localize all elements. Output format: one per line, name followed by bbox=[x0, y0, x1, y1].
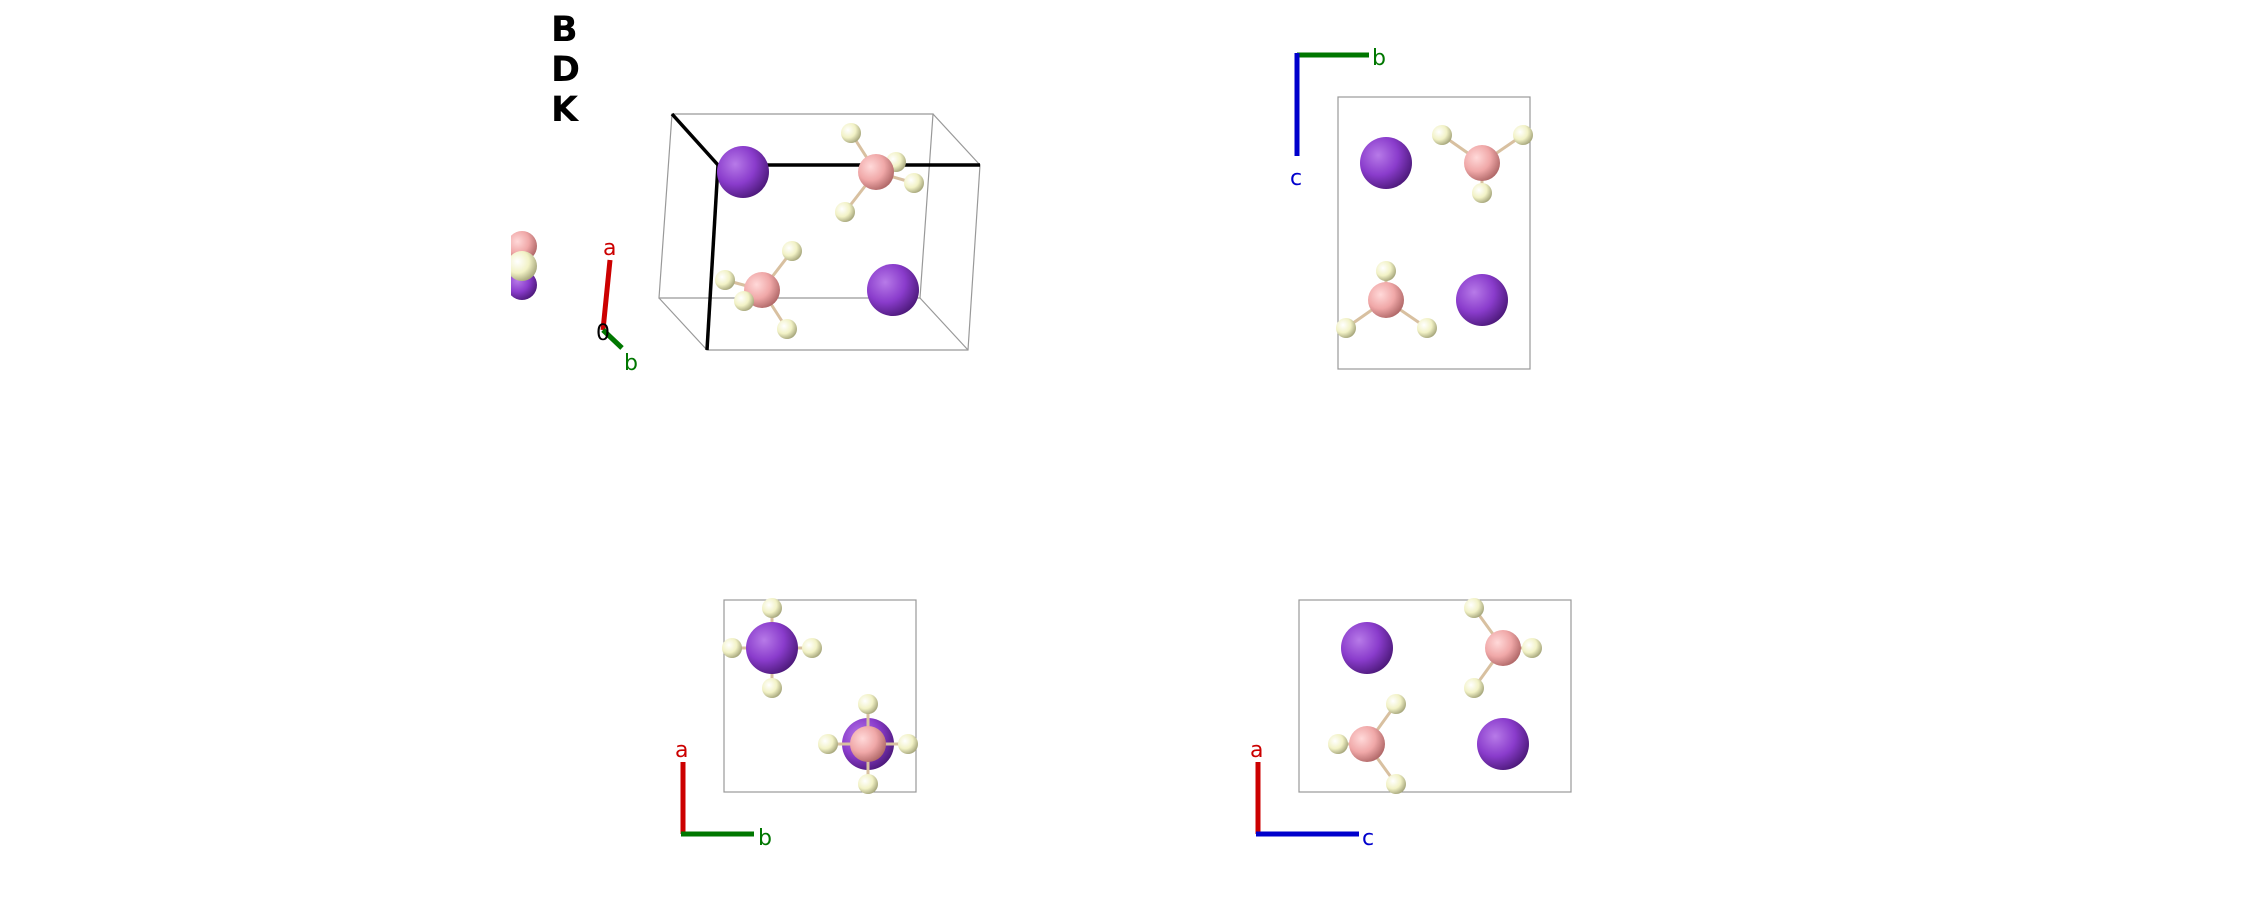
atom-b bbox=[1485, 630, 1521, 666]
atom-d bbox=[1432, 125, 1452, 145]
atom-d bbox=[1328, 734, 1348, 754]
atom-d bbox=[1522, 638, 1542, 658]
axis-b-line bbox=[601, 328, 624, 350]
axis-c-label: c bbox=[1290, 166, 1302, 191]
axis-origin-label: 0 bbox=[596, 321, 610, 346]
atom-d bbox=[858, 694, 878, 714]
atom-d bbox=[858, 774, 878, 794]
legend-label-k: K bbox=[551, 90, 579, 130]
view-perspective: a b 0 bbox=[596, 112, 981, 376]
atom-d bbox=[734, 291, 754, 311]
bd4-group bbox=[1464, 598, 1542, 698]
atom-b bbox=[1349, 726, 1385, 762]
atom-d bbox=[1386, 774, 1406, 794]
legend-sphere-d bbox=[511, 251, 537, 281]
axis-b-label: b bbox=[758, 826, 772, 851]
legend-label-b: B bbox=[551, 10, 578, 50]
axis-c-label: c bbox=[1362, 826, 1374, 851]
bd4-group bbox=[1328, 694, 1406, 794]
atom-b bbox=[1464, 145, 1500, 181]
atom-b bbox=[1368, 282, 1404, 318]
atom-b bbox=[858, 154, 894, 190]
atom-k bbox=[1360, 137, 1412, 189]
atom-d bbox=[1376, 261, 1396, 281]
view-along-a: b c bbox=[1290, 46, 1533, 370]
legend-label-d: D bbox=[551, 50, 581, 90]
bd4-group bbox=[818, 694, 918, 794]
axis-b-label: b bbox=[624, 351, 638, 376]
bd4-group bbox=[715, 241, 802, 339]
atom-d bbox=[802, 638, 822, 658]
atom-d bbox=[762, 598, 782, 618]
atom-d bbox=[722, 638, 742, 658]
atom-d bbox=[1472, 183, 1492, 203]
view-along-c: a b bbox=[675, 598, 918, 851]
atom-d bbox=[1417, 318, 1437, 338]
atom-d bbox=[1464, 678, 1484, 698]
atom-k bbox=[1477, 718, 1529, 770]
axis-a-line bbox=[600, 259, 613, 331]
atom-d bbox=[1336, 318, 1356, 338]
atom-k bbox=[867, 264, 919, 316]
atom-d bbox=[1464, 598, 1484, 618]
atom-d bbox=[715, 270, 735, 290]
atom-d bbox=[762, 678, 782, 698]
atom-d bbox=[782, 241, 802, 261]
legend-spheres bbox=[511, 231, 537, 300]
bd4-group bbox=[1336, 261, 1437, 338]
axis-b-label: b bbox=[1372, 46, 1386, 71]
atom-k bbox=[1456, 274, 1508, 326]
axis-a-label: a bbox=[603, 236, 616, 261]
atom-d bbox=[904, 173, 924, 193]
atom-d bbox=[818, 734, 838, 754]
bd4-group bbox=[1432, 125, 1533, 203]
axis-a-label: a bbox=[1250, 738, 1263, 763]
bd4-group bbox=[835, 123, 924, 222]
cell-outline bbox=[1298, 599, 1572, 793]
atom-d bbox=[1386, 694, 1406, 714]
atom-k bbox=[746, 622, 798, 674]
axis-a-label: a bbox=[675, 738, 688, 763]
cell-outline bbox=[1337, 96, 1531, 370]
atom-d bbox=[898, 734, 918, 754]
cell-outline bbox=[723, 599, 917, 793]
atom-k bbox=[1341, 622, 1393, 674]
atom-d bbox=[777, 319, 797, 339]
atom-d bbox=[1513, 125, 1533, 145]
view-along-b: a c bbox=[1250, 598, 1572, 851]
atom-k bbox=[717, 146, 769, 198]
atom-b bbox=[850, 726, 886, 762]
atom-d bbox=[835, 202, 855, 222]
atom-d bbox=[841, 123, 861, 143]
bd4-group bbox=[722, 598, 822, 698]
